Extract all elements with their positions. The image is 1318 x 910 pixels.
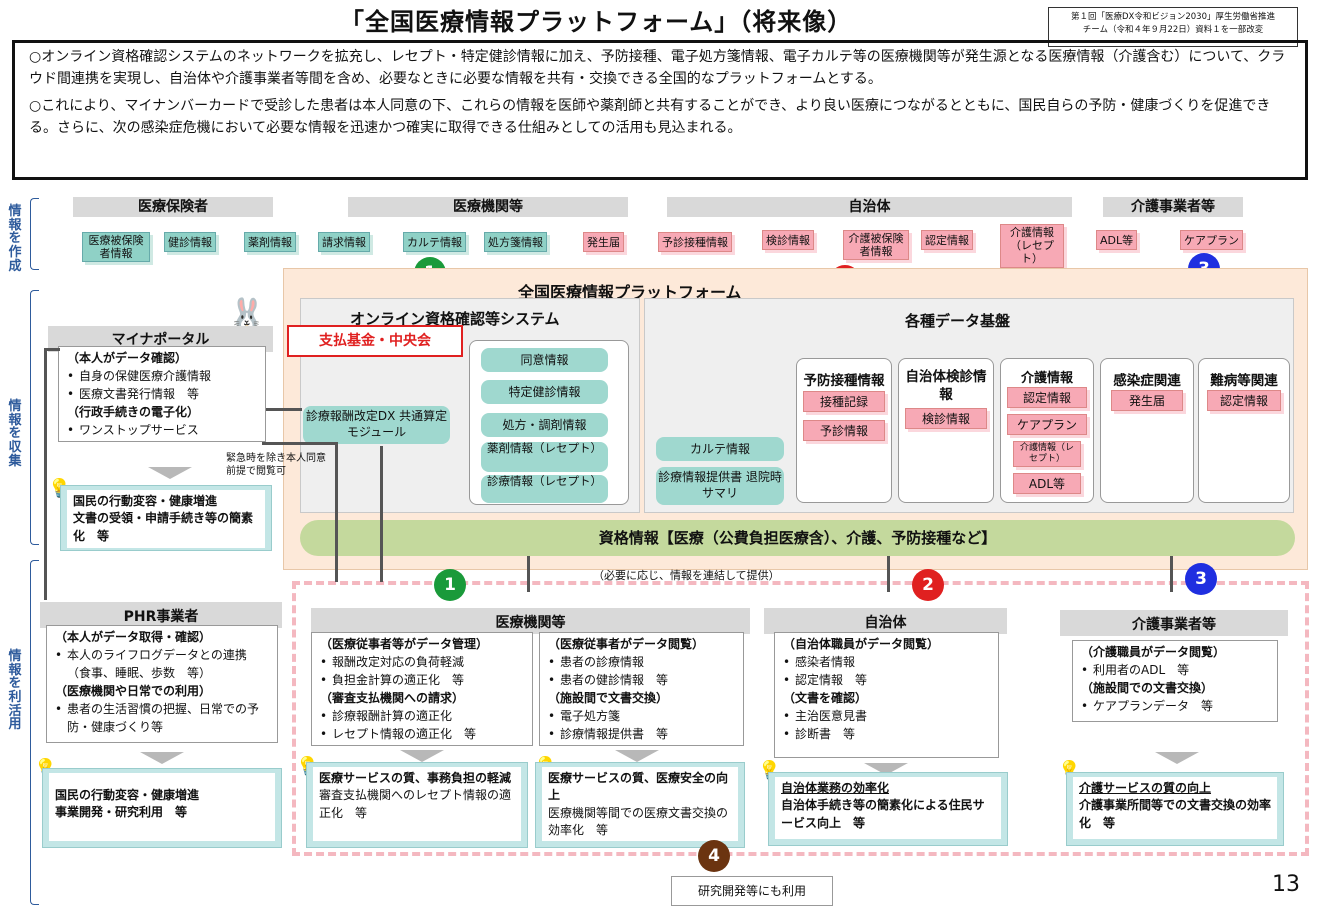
care-title: 介護事業者等 — [1060, 610, 1288, 636]
tag-careplan: ケアプラン — [1180, 230, 1243, 250]
fund-box: 支払基金・中央会 — [287, 325, 463, 357]
bracket-collect — [30, 290, 39, 545]
phr-down-arrow — [140, 752, 184, 764]
med-benefit-2: 医療サービスの質、医療安全の向上 医療機関等間での医療文書交換の効率化 等 — [535, 762, 745, 848]
cyl-prescription: 処方・調剤情報 — [481, 413, 608, 437]
portal-benefit: 国民の行動変容・健康増進 文書の受領・申請手続き等の簡素化 等 — [60, 485, 272, 551]
tag-karte: カルテ情報 — [403, 232, 466, 252]
phr-panel: （本人がデータ取得・確認） 本人のライフログデータとの連携（食事、睡眠、歩数 等… — [46, 625, 278, 743]
intro-box: ○オンライン資格確認システムのネットワークを拡充し、レセプト・特定健診情報に加え… — [12, 40, 1308, 180]
side-label-use: 情報を利活用 — [8, 649, 22, 733]
connector-line — [380, 446, 383, 582]
header-local: 自治体 — [667, 197, 1072, 217]
connector-line — [44, 348, 60, 351]
phr-title: PHR事業者 — [40, 602, 282, 628]
intro-paragraph-2: ○これにより、マイナンバーカードで受診した患者は本人同意の下、これらの情報を医師… — [29, 98, 1271, 137]
portal-down-arrow — [148, 467, 192, 479]
base-care: 介護情報 認定情報 ケアプラン 介護情報（レセプト） ADL等 — [1000, 358, 1094, 503]
care-down-arrow — [1155, 752, 1199, 764]
tag-care-receipt: 介護情報（レセプト） — [1000, 224, 1064, 268]
base-infection: 感染症関連 発生届 — [1100, 358, 1194, 503]
loc-benefit: 自治体業務の効率化 自治体手続き等の簡素化による住民サービス向上 等 — [768, 772, 1008, 846]
tag-vaccine-exam: 予診接種情報 — [658, 232, 732, 252]
module-cylinder: 診療報酬改定DX 共通算定モジュール — [303, 406, 450, 444]
emergency-note: 緊急時を除き本人同意前提で閲覧可 — [226, 453, 326, 477]
online-system-title: オンライン資格確認等システム — [350, 310, 560, 328]
tag-prescription: 処方箋情報 — [484, 232, 547, 252]
badge-1-bottom: 1 — [434, 569, 466, 601]
tag-adl: ADL等 — [1096, 230, 1138, 250]
base-screening: 自治体検診情報 検診情報 — [898, 358, 994, 503]
connector-line — [266, 408, 302, 411]
med-benefit-1: 医療サービスの質、事務負担の軽減 審査支払機関へのレセプト情報の適正化 等 — [306, 762, 528, 848]
badge-2-bottom: 2 — [912, 569, 944, 601]
loc-title: 自治体 — [764, 608, 1007, 634]
connector-line — [335, 442, 338, 582]
platform-title: 全国医療情報プラットフォーム — [518, 283, 742, 302]
cyl-drug: 薬剤情報（レセプト） — [481, 441, 608, 472]
portal-panel: （本人がデータ確認） 自身の保健医療介護情報医療文書発行情報 等 （行政手続きの… — [58, 346, 266, 442]
tag-insured-info: 医療被保険者情報 — [82, 232, 150, 263]
page-number: 13 — [1272, 872, 1300, 897]
med-down-arrow-2 — [615, 750, 659, 762]
cyl-diagnosis: 診療情報（レセプト） — [481, 474, 608, 503]
tag-screening: 検診情報 — [762, 230, 814, 250]
bracket-create — [30, 198, 39, 270]
tag-drug: 薬剤情報 — [244, 232, 296, 252]
intro-paragraph-1: ○オンライン資格確認システムのネットワークを拡充し、レセプト・特定健診情報に加え… — [29, 49, 1286, 87]
base-vaccine: 予防接種情報 接種記録 予診情報 — [796, 358, 892, 503]
badge-4: 4 — [698, 840, 730, 872]
header-insurer: 医療保険者 — [73, 197, 273, 217]
base-intractable: 難病等関連 認定情報 — [1198, 358, 1290, 503]
care-panel: （介護職員がデータ閲覧） 利用者のADL 等 （施設間での文書交換） ケアプラン… — [1072, 640, 1278, 722]
phr-benefit: 国民の行動変容・健康増進 事業開発・研究利用 等 — [42, 768, 282, 848]
cyl-summary: 診療情報提供書 退院時サマリ — [656, 467, 784, 505]
connector-line — [262, 442, 337, 445]
data-base-title: 各種データ基盤 — [905, 312, 1011, 330]
header-care: 介護事業者等 — [1103, 197, 1243, 217]
med-panel-right: （医療従事者がデータ閲覧） 患者の診療情報患者の健診情報 等 （施設間で文書交換… — [539, 632, 744, 746]
use-zone — [292, 581, 1309, 856]
connector-line — [527, 556, 530, 592]
loc-panel: （自治体職員がデータ閲覧） 感染者情報認定情報 等 （文書を確認） 主治医意見書… — [774, 632, 999, 758]
source-note: 第１回「医療DX令和ビジョン2030」厚生労働省推進 チーム（令和４年９月22日… — [1048, 7, 1298, 47]
tag-certification: 認定情報 — [921, 230, 973, 250]
tag-care-insured: 介護被保険者情報 — [843, 230, 909, 261]
connector-line — [887, 556, 890, 592]
side-label-collect: 情報を収集 — [8, 399, 22, 469]
tag-outbreak: 発生届 — [583, 232, 624, 252]
tag-checkup: 健診情報 — [164, 232, 216, 252]
tag-billing: 請求情報 — [318, 232, 370, 252]
header-medical: 医療機関等 — [348, 197, 628, 217]
page-title: 「全国医療情報プラットフォーム」（将来像） — [340, 8, 853, 36]
bracket-use — [30, 560, 39, 905]
connector-line — [44, 350, 47, 600]
qualification-bar: 資格情報【医療（公費負担医療含）、介護、予防接種など】 — [300, 520, 1295, 556]
side-label-create: 情報を作成 — [8, 204, 22, 274]
cyl-consent: 同意情報 — [481, 348, 608, 372]
med-title: 医療機関等 — [311, 608, 750, 634]
cyl-checkup: 特定健診情報 — [481, 380, 608, 404]
badge-3-bottom: 3 — [1185, 563, 1217, 595]
research-box: 研究開発等にも利用 — [671, 876, 833, 906]
connector-line — [1170, 556, 1173, 592]
cyl-karte: カルテ情報 — [656, 437, 784, 461]
link-note: （必要に応じ、情報を連結して提供） — [593, 569, 780, 582]
care-benefit: 介護サービスの質の向上 介護事業所間等での文書交換の効率化 等 — [1066, 772, 1284, 846]
med-down-arrow-1 — [400, 750, 444, 762]
med-panel-left: （医療従事者等がデータ管理） 報酬改定対応の負荷軽減負担金計算の適正化 等 （審… — [311, 632, 533, 746]
